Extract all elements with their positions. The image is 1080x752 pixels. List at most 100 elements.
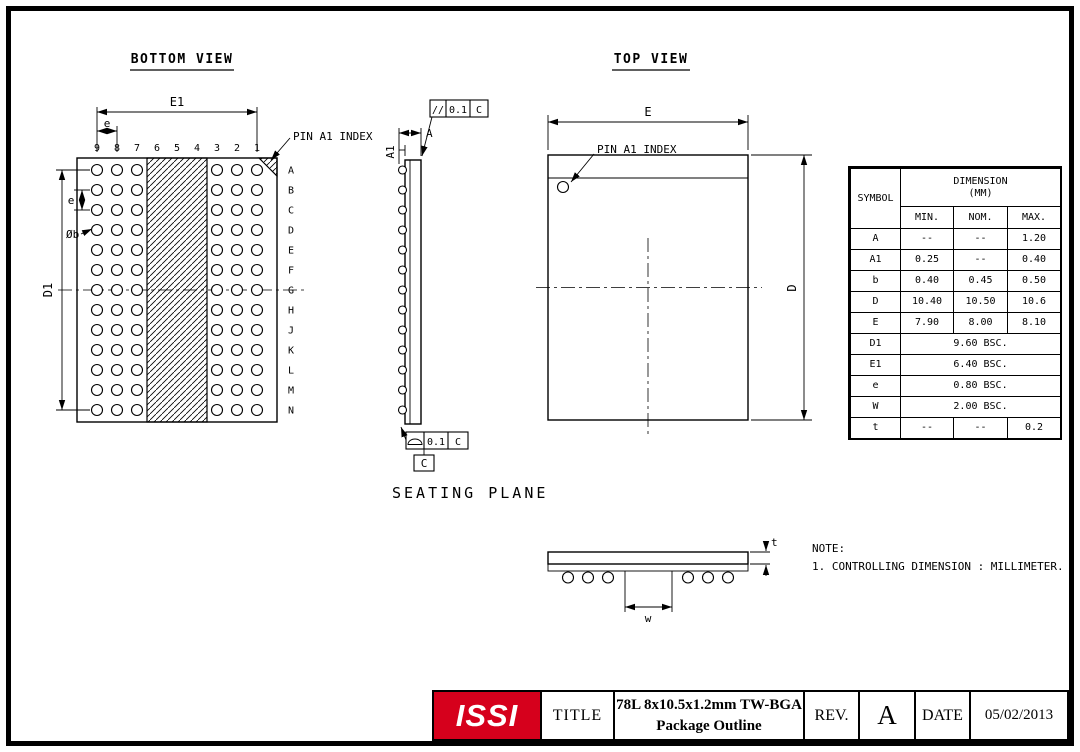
table-symbol-cell: D1 xyxy=(850,333,900,354)
ball-pad xyxy=(90,343,104,357)
ball-pad xyxy=(250,163,264,177)
ball-diameter-leader xyxy=(80,228,93,237)
dimension-header-line2: (MM) xyxy=(968,187,993,199)
ball-pad xyxy=(230,363,244,377)
table-col-header: MIN. xyxy=(900,206,953,228)
ball-pad xyxy=(210,283,224,297)
ball-pad xyxy=(110,343,124,357)
table-symbol-header: SYMBOL xyxy=(850,168,900,228)
table-min-cell: -- xyxy=(900,228,953,249)
parallelism-datum: C xyxy=(476,105,482,116)
ball-side-profile xyxy=(397,165,408,175)
dim-label-e-top: e xyxy=(104,117,111,130)
ball-pad xyxy=(230,243,244,257)
ball-row-label: H xyxy=(288,306,294,317)
parallelism-symbol: // xyxy=(432,105,444,116)
ball-column-label: 4 xyxy=(194,143,200,154)
ball-pad xyxy=(210,263,224,277)
ball-row-label: G xyxy=(288,286,294,297)
table-nom-cell: -- xyxy=(953,249,1007,270)
drawing-title-line1: 78L 8x10.5x1.2mm TW-BGA xyxy=(616,697,802,714)
title-block: ISSI TITLE 78L 8x10.5x1.2mm TW-BGA Packa… xyxy=(432,690,1069,741)
ball-pad xyxy=(130,183,144,197)
ball-column-label: 2 xyxy=(234,143,240,154)
dim-label-e: E xyxy=(644,105,651,119)
table-max-cell: 8.10 xyxy=(1007,312,1060,333)
table-span-cell: 2.00 BSC. xyxy=(900,396,1060,417)
seating-plane-fcf-box xyxy=(405,431,469,450)
seating-plane-symbol-icon xyxy=(407,438,423,445)
table-min-cell: 10.40 xyxy=(900,291,953,312)
ball-pad xyxy=(130,383,144,397)
ball-pad xyxy=(130,263,144,277)
ball-pad xyxy=(110,243,124,257)
ball-pad xyxy=(230,163,244,177)
ball-pad xyxy=(110,203,124,217)
ball-section xyxy=(681,571,695,584)
ball-section xyxy=(561,571,575,584)
note-heading: NOTE: xyxy=(812,542,846,555)
ball-column-label: 9 xyxy=(94,143,100,154)
ball-pad xyxy=(90,163,104,177)
table-dimension-header: DIMENSION(MM) xyxy=(900,168,1060,206)
ball-column-label: 6 xyxy=(154,143,160,154)
ball-pad xyxy=(110,363,124,377)
ball-row-label: B xyxy=(288,186,294,197)
ball-side-profile xyxy=(397,265,408,275)
drawing-title-line2: Package Outline xyxy=(656,717,762,734)
ball-pad xyxy=(250,183,264,197)
ball-side-profile xyxy=(397,345,408,355)
ball-pad xyxy=(230,323,244,337)
table-symbol-cell: W xyxy=(850,396,900,417)
dim-label-ball-diameter: Øb xyxy=(66,228,79,241)
table-nom-cell: 10.50 xyxy=(953,291,1007,312)
date-value: 05/02/2013 xyxy=(969,692,1067,739)
ball-column-label: 3 xyxy=(214,143,220,154)
table-span-cell: 6.40 BSC. xyxy=(900,354,1060,375)
ball-side-profile xyxy=(397,365,408,375)
dim-label-e-left: e xyxy=(68,194,75,207)
table-nom-cell: 8.00 xyxy=(953,312,1007,333)
ball-pad xyxy=(110,183,124,197)
table-min-cell: -- xyxy=(900,417,953,438)
ball-pad xyxy=(210,303,224,317)
table-col-header: NOM. xyxy=(953,206,1007,228)
note-line1: 1. CONTROLLING DIMENSION : MILLIMETER. xyxy=(812,559,1064,573)
issi-logo-text: ISSI xyxy=(455,697,519,733)
ball-side-profile xyxy=(397,405,408,415)
ball-pad xyxy=(110,263,124,277)
ball-row-label: L xyxy=(288,366,294,377)
ball-pad xyxy=(210,383,224,397)
parallelism-fcf-box xyxy=(429,99,489,118)
ball-pad xyxy=(110,383,124,397)
table-symbol-cell: E xyxy=(850,312,900,333)
ball-pad xyxy=(250,383,264,397)
ball-column-label: 1 xyxy=(254,143,260,154)
fcf-leader xyxy=(421,116,433,157)
table-symbol-cell: b xyxy=(850,270,900,291)
bottom-view: BOTTOM VIEW PIN A1 INDEX E1 e e Øb D1 xyxy=(41,52,373,423)
ball-row-label: E xyxy=(288,246,294,257)
depopulated-hatch-zone xyxy=(146,157,208,423)
ball-pad xyxy=(90,323,104,337)
mold-cap-section xyxy=(547,551,749,565)
ball-row-label: K xyxy=(288,346,294,357)
ball-pad xyxy=(250,363,264,377)
ball-pad xyxy=(110,223,124,237)
ball-pad xyxy=(130,303,144,317)
ball-pad xyxy=(130,223,144,237)
dim-label-a: A xyxy=(426,127,433,140)
pin-a1-index-label: PIN A1 INDEX xyxy=(293,130,373,143)
drawing-title: 78L 8x10.5x1.2mm TW-BGA Package Outline xyxy=(613,692,803,739)
table-max-cell: 0.40 xyxy=(1007,249,1060,270)
ball-pad xyxy=(250,403,264,417)
ball-pad xyxy=(90,403,104,417)
ball-section xyxy=(701,571,715,584)
ball-pad xyxy=(230,383,244,397)
ball-section xyxy=(581,571,595,584)
ball-pad xyxy=(130,203,144,217)
table-symbol-cell: A1 xyxy=(850,249,900,270)
table-nom-cell: -- xyxy=(953,228,1007,249)
